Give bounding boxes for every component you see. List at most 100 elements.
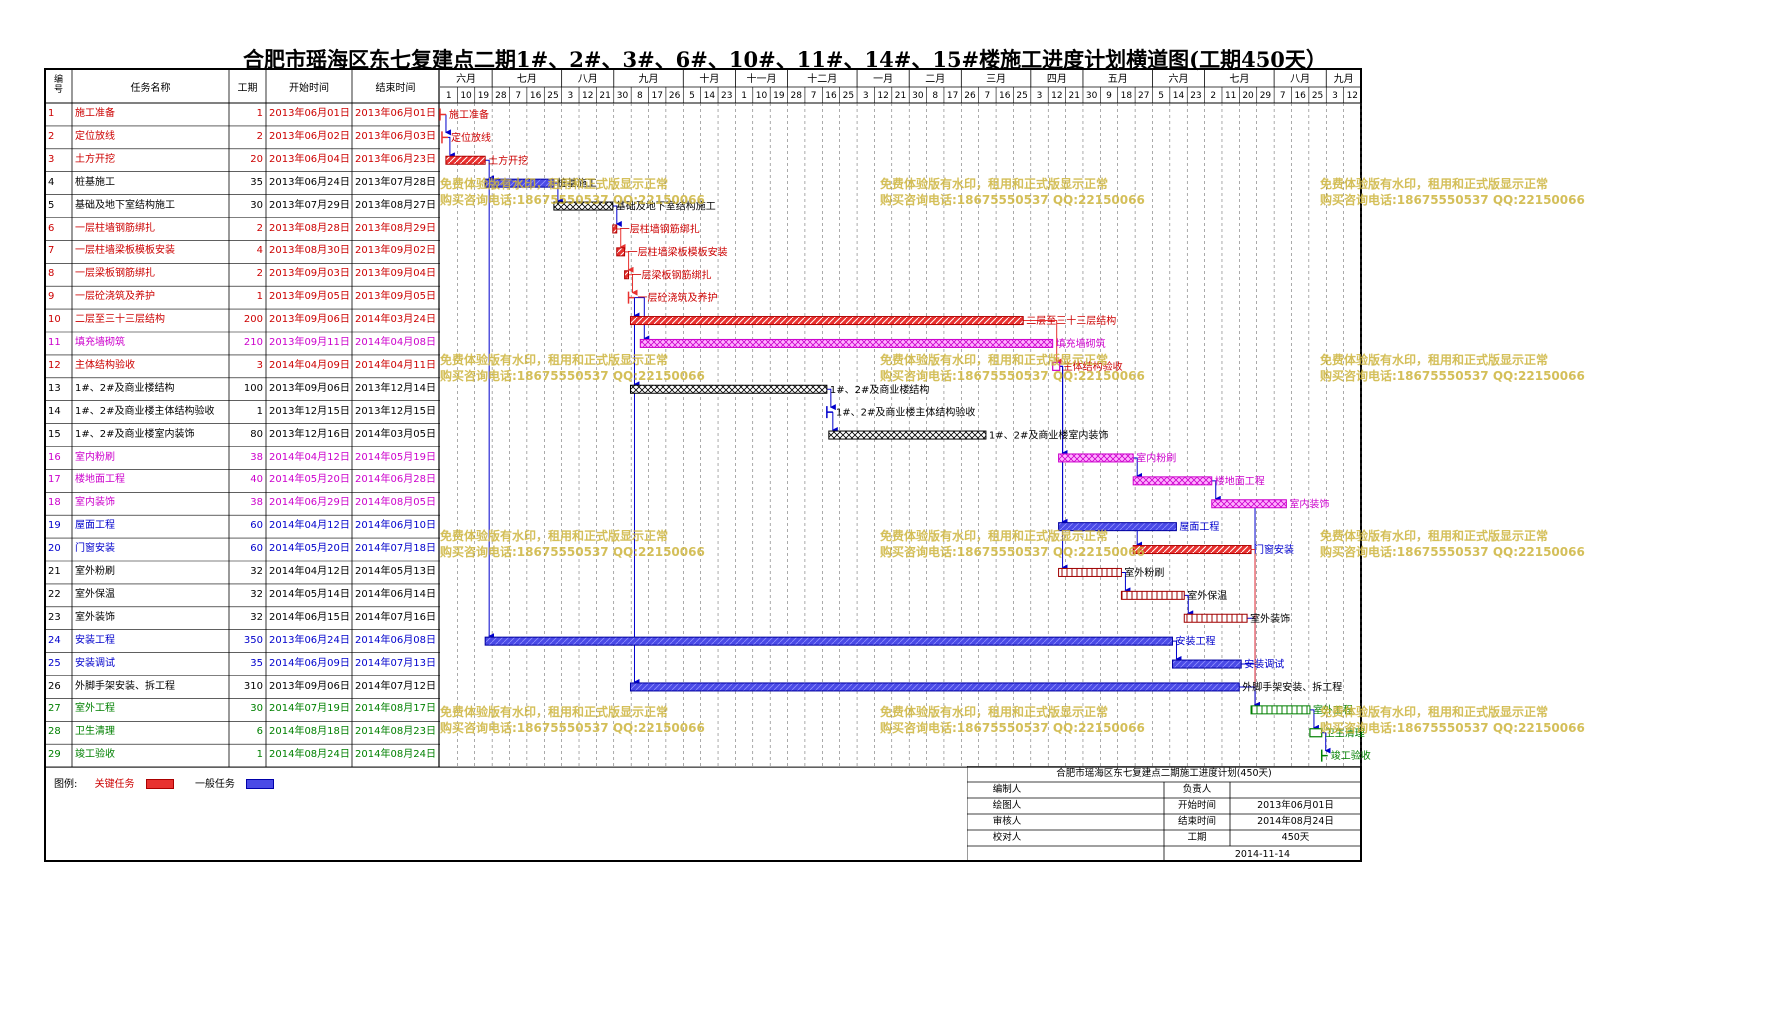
day-tick-label: 14	[704, 91, 716, 101]
watermark-line1: 免费体验版有水印，租用和正式版显示正常	[1320, 529, 1549, 543]
task-bar	[1052, 361, 1061, 371]
task-start: 2013年07月29日	[269, 199, 349, 211]
task-bar	[639, 338, 1054, 348]
task-start: 2014年04月12日	[269, 566, 349, 577]
day-tick-label: 8	[932, 91, 938, 101]
dependency-link	[1121, 571, 1131, 594]
task-bar	[1171, 659, 1242, 669]
watermark-line2: 购买咨询电话:18675550537 QQ:22150066	[1320, 369, 1585, 383]
watermark-line1: 免费体验版有水印，租用和正式版显示正常	[440, 353, 669, 367]
bar-label: 竣工验收	[1331, 749, 1371, 762]
bar-label: 土方开挖	[488, 154, 528, 167]
task-start: 2014年05月14日	[269, 588, 349, 600]
bar-label: 卫生清理	[1325, 726, 1365, 739]
dependency-link	[1023, 320, 1062, 365]
task-name: 安装调试	[75, 657, 115, 669]
day-tick-label: 3	[863, 91, 869, 101]
task-start: 2013年09月06日	[269, 680, 349, 692]
task-name: 卫生清理	[75, 726, 115, 738]
task-end: 2013年06月23日	[355, 153, 436, 165]
day-tick-label: 7	[985, 91, 991, 101]
info-title: 合肥市瑶海区东七复建点二期施工进度计划(450天)	[1056, 768, 1272, 779]
task-duration: 1	[256, 405, 263, 417]
task-bar	[1132, 545, 1252, 555]
task-name: 二层至三十三层结构	[75, 314, 165, 326]
dependency-link	[628, 274, 638, 296]
day-tick-label: 25	[1312, 91, 1323, 101]
dependency-link	[485, 159, 495, 182]
day-tick-label: 30	[912, 91, 924, 101]
day-tick-label: 19	[478, 91, 490, 101]
task-name: 室外粉刷	[75, 566, 115, 577]
bar-label: 安装调试	[1244, 658, 1284, 671]
day-tick-label: 12	[582, 91, 593, 101]
watermark-line2: 购买咨询电话:18675550537 QQ:22150066	[440, 721, 705, 735]
task-end: 2014年08月24日	[355, 749, 436, 761]
month-label: 五月	[1108, 73, 1128, 85]
header-end: 结束时间	[375, 83, 416, 94]
task-bar	[616, 247, 626, 257]
watermark-line1: 免费体验版有水印，租用和正式版显示正常	[1320, 705, 1549, 719]
day-tick-label: 16	[1294, 91, 1306, 101]
task-id: 22	[48, 588, 61, 600]
task-end: 2014年06月08日	[355, 634, 436, 646]
task-name: 填充墙砌筑	[75, 337, 125, 348]
day-tick-label: 23	[1190, 91, 1201, 101]
bar-label: 室外工程	[1313, 703, 1353, 716]
bar-label: 室外粉刷	[1124, 566, 1164, 579]
task-id: 23	[48, 611, 61, 623]
month-label: 十一月	[746, 72, 776, 85]
task-bar	[1058, 522, 1177, 532]
day-tick-label: 28	[791, 91, 803, 101]
bar-label: 室外装饰	[1250, 612, 1290, 625]
task-end: 2014年07月18日	[355, 543, 436, 555]
watermark-line2: 购买咨询电话:18675550537 QQ:22150066	[440, 193, 705, 207]
task-name: 外脚手架安装、拆工程	[75, 680, 175, 692]
task-end: 2014年08月17日	[355, 703, 436, 715]
task-bar	[1309, 728, 1323, 738]
month-label: 八月	[1290, 73, 1310, 85]
watermark: 免费体验版有水印，租用和正式版显示正常购买咨询电话:18675550537 QQ…	[880, 528, 1145, 560]
task-id: 19	[48, 520, 61, 532]
task-duration: 2	[256, 222, 263, 234]
watermark-line1: 免费体验版有水印，租用和正式版显示正常	[1320, 177, 1549, 191]
watermark-line2: 购买咨询电话:18675550537 QQ:22150066	[440, 545, 705, 559]
day-tick-label: 10	[460, 91, 472, 101]
task-bar	[484, 636, 1173, 646]
watermark-line2: 购买咨询电话:18675550537 QQ:22150066	[880, 369, 1145, 383]
day-tick-label: 16	[999, 91, 1011, 101]
task-id: 13	[48, 382, 61, 394]
task-name: 桩基施工	[75, 176, 115, 188]
task-start: 2013年09月06日	[269, 314, 349, 326]
bar-label: 桩基施工	[557, 177, 597, 190]
task-end: 2014年04月08日	[355, 337, 436, 348]
bar-label: 1#、2#及商业楼室内装饰	[989, 429, 1108, 442]
watermark-line2: 购买咨询电话:18675550537 QQ:22150066	[1320, 193, 1585, 207]
task-name: 安装工程	[75, 634, 115, 646]
task-duration: 40	[250, 474, 263, 486]
day-tick-label: 8	[637, 91, 643, 101]
dependency-link	[447, 136, 455, 159]
task-duration: 350	[243, 634, 263, 646]
watermark-line2: 购买咨询电话:18675550537 QQ:22150066	[880, 193, 1145, 207]
watermark: 免费体验版有水印，租用和正式版显示正常购买咨询电话:18675550537 QQ…	[1320, 176, 1585, 208]
dependency-link	[612, 205, 622, 227]
month-label: 九月	[639, 73, 659, 85]
task-bar	[1132, 476, 1213, 486]
task-id: 10	[48, 314, 61, 326]
watermark: 免费体验版有水印，租用和正式版显示正常购买咨询电话:18675550537 QQ…	[440, 352, 705, 384]
task-start: 2013年06月01日	[269, 108, 349, 119]
day-tick-label: 2	[1210, 91, 1216, 101]
task-name: 施工准备	[75, 108, 115, 119]
info-value: 450天	[1281, 832, 1310, 843]
bar-label: 屋面工程	[1179, 521, 1219, 533]
watermark-line1: 免费体验版有水印，租用和正式版显示正常	[880, 705, 1109, 719]
task-id: 24	[48, 634, 61, 646]
info-label: 编制人	[992, 784, 1022, 795]
task-name: 门窗安装	[75, 543, 115, 555]
task-end: 2013年09月02日	[355, 245, 436, 257]
task-duration: 32	[250, 588, 263, 600]
watermark-line1: 免费体验版有水印，租用和正式版显示正常	[440, 177, 669, 191]
bar-label: 基础及地下室结构施工	[616, 200, 716, 213]
info-label: 绘图人	[992, 800, 1022, 811]
